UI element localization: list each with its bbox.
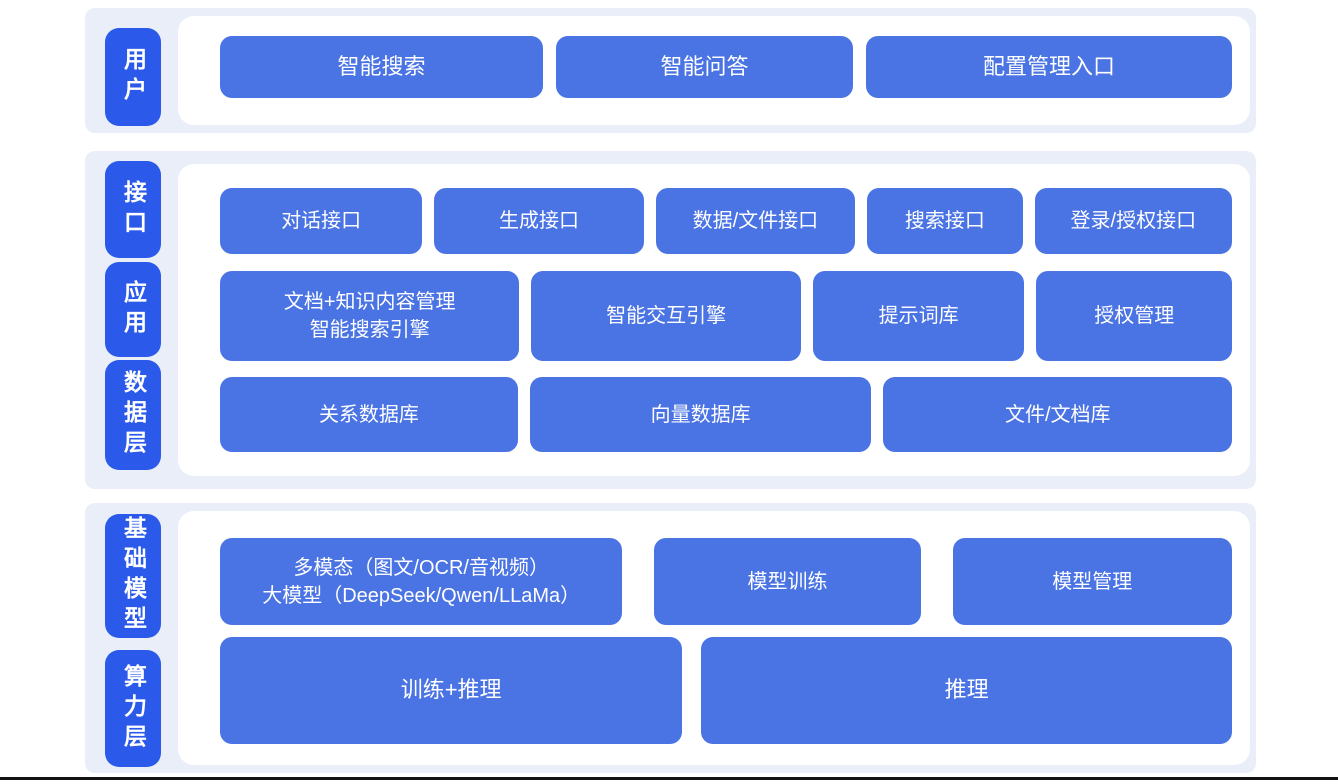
box-doc-knowledge-search-engine: 文档+知识内容管理 智能搜索引擎: [220, 271, 520, 361]
section-middle-panel: 接口 应用 数据层 对话接口 生成接口 数据/文件接口 搜索接口 登录/授权接口…: [85, 151, 1256, 489]
box-login-auth-api: 登录/授权接口: [1034, 188, 1232, 254]
box-vector-database: 向量数据库: [529, 377, 872, 452]
data-row: 关系数据库 向量数据库 文件/文档库: [220, 377, 1232, 452]
box-search-api: 搜索接口: [867, 188, 1023, 254]
model-row: 多模态（图文/OCR/音视频） 大模型（DeepSeek/Qwen/LLaMa）…: [220, 538, 1232, 625]
section-base-panel: 基础模型 算力层 多模态（图文/OCR/音视频） 大模型（DeepSeek/Qw…: [85, 503, 1256, 773]
box-authorization-management: 授权管理: [1036, 271, 1232, 361]
section-user-content: 智能搜索 智能问答 配置管理入口: [178, 16, 1250, 125]
box-multimodal-large-model: 多模态（图文/OCR/音视频） 大模型（DeepSeek/Qwen/LLaMa）: [220, 538, 623, 625]
layer-label-data-text: 数据层: [120, 370, 147, 460]
box-intelligent-search: 智能搜索: [220, 36, 543, 98]
layer-label-compute-text: 算力层: [120, 663, 147, 754]
layer-label-base-model-text: 基础模型: [120, 516, 147, 636]
box-dialog-api: 对话接口: [220, 188, 423, 254]
box-model-management: 模型管理: [952, 538, 1232, 625]
layer-label-application-text: 应用: [120, 279, 147, 340]
user-row: 智能搜索 智能问答 配置管理入口: [220, 36, 1232, 98]
box-intelligent-qa: 智能问答: [556, 36, 853, 98]
layer-label-data: 数据层: [105, 360, 161, 470]
layer-label-compute: 算力层: [105, 650, 161, 767]
box-inference: 推理: [701, 637, 1232, 744]
layer-label-user-text: 用户: [120, 47, 147, 107]
box-prompt-library: 提示词库: [812, 271, 1025, 361]
interface-row: 对话接口 生成接口 数据/文件接口 搜索接口 登录/授权接口: [220, 188, 1232, 254]
compute-row: 训练+推理 推理: [220, 637, 1232, 744]
box-relational-database: 关系数据库: [220, 377, 518, 452]
bottom-divider-line: [0, 777, 1338, 780]
application-row: 文档+知识内容管理 智能搜索引擎 智能交互引擎 提示词库 授权管理: [220, 271, 1232, 361]
box-training-inference: 训练+推理: [220, 637, 683, 744]
box-generation-api: 生成接口: [434, 188, 644, 254]
section-middle-content: 对话接口 生成接口 数据/文件接口 搜索接口 登录/授权接口 文档+知识内容管理…: [178, 164, 1250, 476]
box-config-management-entry: 配置管理入口: [866, 36, 1232, 98]
section-base-content: 多模态（图文/OCR/音视频） 大模型（DeepSeek/Qwen/LLaMa）…: [178, 511, 1250, 765]
box-model-training: 模型训练: [654, 538, 921, 625]
layer-label-base-model: 基础模型: [105, 514, 161, 638]
section-user-panel: 用户 智能搜索 智能问答 配置管理入口: [85, 8, 1256, 133]
layer-label-user: 用户: [105, 28, 161, 126]
layer-label-application: 应用: [105, 262, 161, 357]
layer-label-interface-text: 接口: [120, 179, 147, 240]
layer-label-interface: 接口: [105, 161, 161, 258]
box-intelligent-interaction-engine: 智能交互引擎: [531, 271, 801, 361]
box-data-file-api: 数据/文件接口: [655, 188, 856, 254]
box-file-document-store: 文件/文档库: [883, 377, 1232, 452]
